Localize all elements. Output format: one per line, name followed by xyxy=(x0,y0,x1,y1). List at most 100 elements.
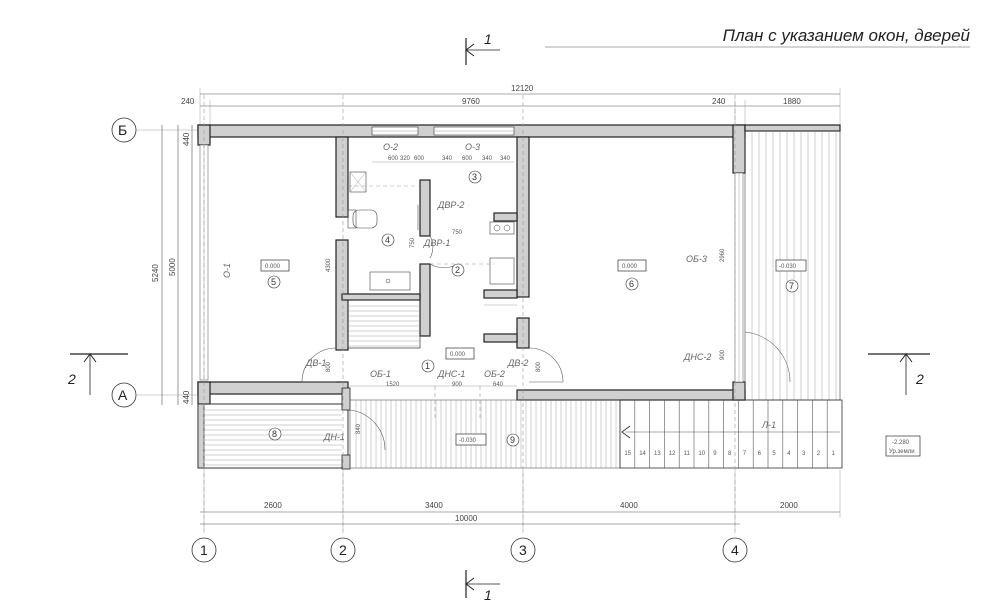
svg-text:2960: 2960 xyxy=(720,248,726,262)
room-8: 8 xyxy=(272,429,277,439)
stove xyxy=(489,221,515,235)
axis-label-2: 2 xyxy=(339,542,347,558)
wall-stair-top xyxy=(341,293,421,301)
wall-int-left-upper xyxy=(335,136,349,218)
stair-step-number: 9 xyxy=(713,451,717,457)
axis-columns: 1 2 3 4 xyxy=(191,95,748,563)
dim-overall-bottom: 10000 xyxy=(455,514,478,523)
wall-closet-bottom xyxy=(483,333,518,343)
dim-240-right: 240 xyxy=(712,97,726,106)
wall-closet-top xyxy=(493,212,518,222)
label-l1: Л-1 xyxy=(761,420,776,430)
deck-bottom xyxy=(349,399,621,469)
level-room6: 0.000 xyxy=(622,264,638,270)
stair-step-number: 8 xyxy=(728,451,732,457)
axis-label-b: Б xyxy=(118,122,127,138)
dim-3400: 3400 xyxy=(425,501,443,510)
svg-text:600: 600 xyxy=(414,156,425,162)
stair-step-number: 3 xyxy=(802,451,806,457)
section-label-bottom: 1 xyxy=(484,587,492,603)
section-label-top: 1 xyxy=(484,31,492,47)
section-mark-bottom: 1 xyxy=(465,570,500,603)
opening-labels: О-1 О-2 О-3 ОБ-1 ОБ-2 ОБ-3 ДВ-1 ДВ-2 ДВР… xyxy=(222,142,711,442)
stair-step-number: 6 xyxy=(758,451,762,457)
svg-text:800: 800 xyxy=(326,361,332,372)
dim-240-left: 240 xyxy=(181,97,195,106)
label-dn1: ДН-1 xyxy=(323,432,345,442)
stair-step-number: 12 xyxy=(669,451,676,457)
stair-step-number: 7 xyxy=(743,451,747,457)
label-dvr1: ДВР-1 xyxy=(423,238,450,248)
axis-label-a: А xyxy=(118,387,128,403)
door-swings xyxy=(301,205,791,451)
stair-step-number: 15 xyxy=(624,451,631,457)
window-small-dims: 600 320 600 340 600 340 340 xyxy=(372,156,514,163)
stair-step-number: 11 xyxy=(684,451,691,457)
svg-text:600: 600 xyxy=(462,156,473,162)
svg-text:800: 800 xyxy=(536,361,542,372)
inner-stair xyxy=(347,299,421,349)
room-1: 1 xyxy=(425,361,430,371)
bottom-dimensions: 2600 3400 4000 2000 10000 xyxy=(200,470,841,530)
dim-5240: 5240 xyxy=(151,264,160,282)
section-label-left: 2 xyxy=(67,371,76,387)
dim-overall-top: 12120 xyxy=(511,84,534,93)
label-dns2: ДНС-2 xyxy=(683,352,711,362)
dim-4000: 4000 xyxy=(620,501,638,510)
label-ob2: ОБ-2 xyxy=(484,369,505,379)
dim-9760: 9760 xyxy=(462,97,480,106)
sink xyxy=(489,257,515,285)
top-dimensions: 12120 240 9760 240 1880 xyxy=(181,84,841,125)
section-mark-right: 2 xyxy=(868,353,930,395)
room-4: 4 xyxy=(385,235,390,245)
level-room1: 0.000 xyxy=(450,352,466,358)
room-9: 9 xyxy=(510,435,515,445)
section-mark-left: 2 xyxy=(67,353,128,395)
label-ob1: ОБ-1 xyxy=(370,369,391,379)
wall-closet-mid xyxy=(483,289,518,299)
axis-label-1: 1 xyxy=(200,542,208,558)
wall-top-left-stub xyxy=(197,124,211,146)
section-mark-top: 1 xyxy=(465,31,500,65)
room-2: 2 xyxy=(455,265,460,275)
dim-2000: 2000 xyxy=(780,501,798,510)
toilet xyxy=(352,209,378,229)
dim-5000: 5000 xyxy=(168,258,177,276)
terrace-top-edge xyxy=(744,124,841,132)
svg-text:4300: 4300 xyxy=(326,258,332,272)
inner-dimensions: 1520 900 640 800 800 900 840 750 750 296… xyxy=(326,230,726,434)
stair-step-number: 13 xyxy=(654,451,661,457)
svg-text:320: 320 xyxy=(400,156,411,162)
label-dv2: ДВ-2 xyxy=(507,358,528,368)
dim-440-top: 440 xyxy=(182,132,191,146)
label-o1: О-1 xyxy=(222,263,232,278)
axis-row-a: А xyxy=(111,382,200,408)
label-o2: О-2 xyxy=(383,142,398,152)
room-6: 6 xyxy=(629,279,634,289)
wall-wc-partition xyxy=(419,179,431,237)
bathroom-fixtures xyxy=(347,171,517,306)
dim-1880: 1880 xyxy=(783,97,801,106)
wall-bottom-left xyxy=(197,381,349,395)
svg-text:1520: 1520 xyxy=(386,382,400,388)
room-5: 5 xyxy=(271,277,276,287)
stair-step-number: 10 xyxy=(698,451,705,457)
section-label-right: 2 xyxy=(915,371,924,387)
label-ob3: ОБ-3 xyxy=(686,254,707,264)
bath-cabinet xyxy=(349,171,367,193)
label-o3: О-3 xyxy=(465,142,480,152)
svg-text:750: 750 xyxy=(410,237,416,248)
svg-text:640: 640 xyxy=(493,382,504,388)
svg-text:750: 750 xyxy=(452,230,463,236)
svg-text:340: 340 xyxy=(500,156,511,162)
left-dimensions: 5240 5000 440 440 xyxy=(151,125,193,405)
room-numbers: 1 2 3 4 5 6 7 8 9 xyxy=(267,170,799,447)
dim-2600: 2600 xyxy=(264,501,282,510)
level-room5: 0.000 xyxy=(265,264,281,270)
room-3: 3 xyxy=(472,172,477,182)
stair-step-number: 5 xyxy=(772,451,776,457)
stair-step-number: 2 xyxy=(817,451,821,457)
stair-step-number: 14 xyxy=(639,451,646,457)
axis-label-3: 3 xyxy=(519,542,527,558)
